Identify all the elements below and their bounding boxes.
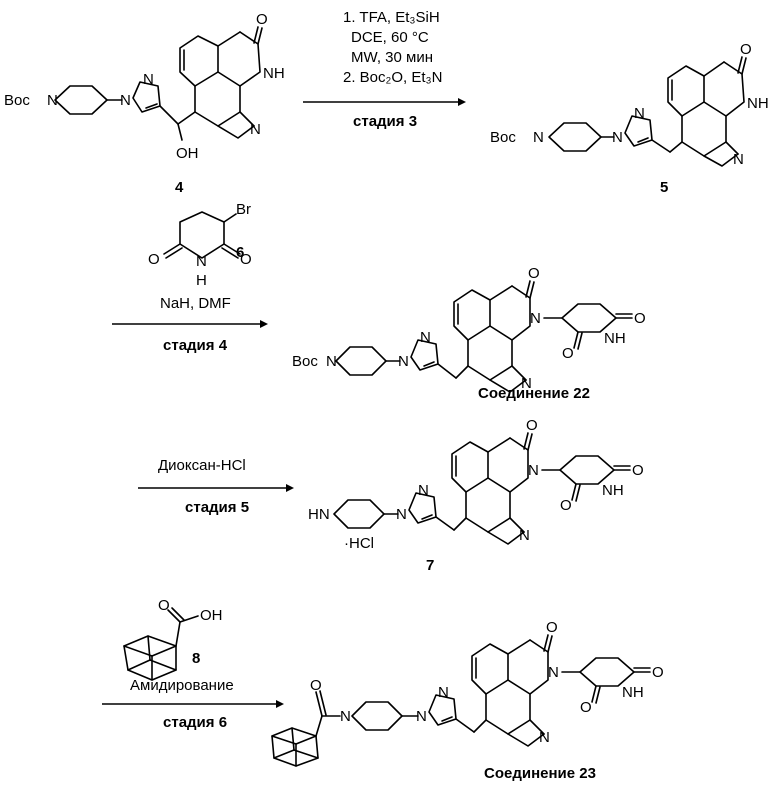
n-atom: N — [634, 105, 645, 122]
stage-label: стадия 4 — [163, 337, 228, 354]
step-4: Br O O N H 6 NaH, DMF стадия 4 — [112, 201, 268, 354]
o-atom: O — [652, 664, 664, 681]
n-atom: N — [533, 129, 544, 146]
n-atom: N — [438, 684, 449, 701]
stage-label: стадия 3 — [353, 113, 417, 130]
nh-label: NH — [747, 95, 769, 112]
stage-label: стадия 6 — [163, 714, 227, 731]
compound-label: 5 — [660, 179, 668, 196]
o-atom: O — [740, 41, 752, 58]
n-atom: N — [398, 353, 409, 370]
oh-label: OH — [176, 145, 199, 162]
o-atom: O — [632, 462, 644, 479]
n-atom: N — [418, 482, 429, 499]
o-atom: O — [256, 11, 268, 28]
condition-text: 1. TFA, Et₃SiH — [343, 9, 440, 26]
salt-label: ·HCl — [344, 535, 374, 552]
n-atom: N — [548, 664, 559, 681]
nh-label: NH — [622, 684, 644, 701]
n-atom: N — [250, 121, 261, 138]
o-atom: O — [158, 597, 170, 614]
boc-label: Boc — [490, 129, 516, 146]
n-atom: N — [143, 71, 154, 88]
h-atom: H — [196, 272, 207, 289]
n-atom: N — [519, 527, 530, 544]
compound-label: 7 — [426, 557, 434, 574]
stage-label: стадия 5 — [185, 499, 249, 516]
boc-label: Boc — [4, 92, 30, 109]
o-atom: O — [528, 265, 540, 282]
condition-text: NaH, DMF — [160, 295, 231, 312]
condition-text: 2. Boc₂O, Et₃N — [343, 69, 442, 86]
o-atom: O — [560, 497, 572, 514]
o-atom: O — [148, 251, 160, 268]
n-atom: N — [612, 129, 623, 146]
condition-text: MW, 30 мин — [351, 49, 433, 66]
compound-label: Соединение 23 — [484, 765, 596, 782]
compound-23: O N N N O N N O NH O Соединение 23 — [272, 619, 664, 782]
oh-label: OH — [200, 607, 223, 624]
compound-22: Boc N N N O N N O NH O Соединение 22 — [292, 265, 646, 402]
o-atom: O — [634, 310, 646, 327]
step-6: O OH 8 Амидирование стадия 6 — [102, 597, 284, 731]
condition-text: Амидирование — [130, 677, 234, 694]
reagent-number: 6 — [236, 244, 244, 261]
n-atom: N — [528, 462, 539, 479]
o-atom: O — [526, 417, 538, 434]
n-atom: N — [733, 151, 744, 168]
n-atom: N — [47, 92, 58, 109]
n-atom: N — [396, 506, 407, 523]
o-atom: O — [562, 345, 574, 362]
nh-label: NH — [263, 65, 285, 82]
condition-text: DCE, 60 °C — [351, 29, 429, 46]
n-atom: N — [340, 708, 351, 725]
o-atom: O — [310, 677, 322, 694]
n-atom: N — [420, 329, 431, 346]
step-5: Диоксан-HCl стадия 5 — [138, 457, 294, 516]
hn-label: HN — [308, 506, 330, 523]
compound-5: Boc N N N O NH N 5 — [490, 41, 769, 196]
n-atom: N — [120, 92, 131, 109]
nh-label: NH — [602, 482, 624, 499]
boc-label: Boc — [292, 353, 318, 370]
nh-label: NH — [604, 330, 626, 347]
compound-label: Соединение 22 — [478, 385, 590, 402]
reagent-number: 8 — [192, 650, 200, 667]
compound-4: Boc N N N OH O NH N 4 — [4, 11, 285, 196]
compound-7: HN N N O N N O NH O ·HCl 7 — [308, 417, 644, 574]
n-atom: N — [539, 729, 550, 746]
o-atom: O — [546, 619, 558, 636]
step-3: 1. TFA, Et₃SiH DCE, 60 °C MW, 30 мин 2. … — [303, 9, 466, 130]
n-atom: N — [416, 708, 427, 725]
o-atom: O — [580, 699, 592, 716]
n-atom: N — [530, 310, 541, 327]
n-atom: N — [326, 353, 337, 370]
compound-label: 4 — [175, 179, 184, 196]
n-atom: N — [196, 253, 207, 270]
br-label: Br — [236, 201, 251, 218]
condition-text: Диоксан-HCl — [158, 457, 246, 474]
reagent-6-ring — [180, 212, 224, 258]
